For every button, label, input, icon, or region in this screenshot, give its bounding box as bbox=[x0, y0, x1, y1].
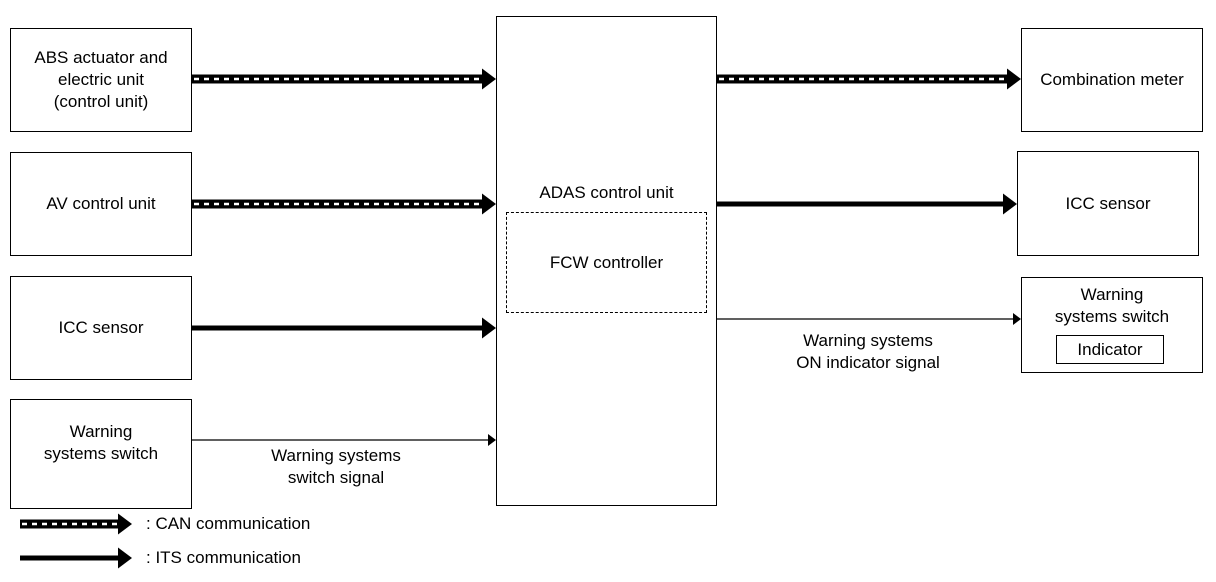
left-unit-warning-line-1: Warning bbox=[69, 422, 133, 441]
adas-control-unit-label: ADAS control unit bbox=[539, 183, 674, 202]
right-link-2-head bbox=[1013, 313, 1021, 325]
right-unit-combination-meter-label: Combination meter bbox=[1040, 70, 1184, 89]
left-link-2-head bbox=[482, 317, 496, 339]
legend-symbol-its-head bbox=[118, 547, 132, 569]
left-unit-av-label: AV control unit bbox=[46, 194, 156, 213]
left-unit-av: AV control unit bbox=[10, 152, 192, 256]
adas-control-unit bbox=[496, 16, 717, 506]
fcw-controller: FCW controller bbox=[506, 212, 707, 313]
right-unit-icc-label: ICC sensor bbox=[1065, 193, 1151, 213]
indicator-lamp-label: Indicator bbox=[1077, 339, 1143, 359]
indicator-lamp: Indicator bbox=[1056, 335, 1164, 364]
left-unit-icc-label: ICC sensor bbox=[58, 318, 144, 337]
fcw-controller-label: FCW controller bbox=[549, 252, 664, 272]
legend-its-label: : ITS communication bbox=[146, 548, 301, 567]
left-link-1-head bbox=[482, 193, 496, 215]
left-unit-icc: ICC sensor bbox=[10, 276, 192, 380]
left-link-0-head bbox=[482, 68, 496, 90]
left-unit-abs: ABS actuator and electric unit (control … bbox=[10, 28, 192, 132]
right-unit-warning-switch: Warning systems switch Indicator bbox=[1021, 277, 1203, 373]
right-link-0-head bbox=[1007, 68, 1021, 90]
left-unit-abs-line-2: electric unit bbox=[58, 70, 144, 89]
left-unit-abs-line-3: (control unit) bbox=[53, 92, 149, 111]
right-unit-icc: ICC sensor bbox=[1017, 151, 1199, 256]
on-indicator-signal-line-1: Warning systems bbox=[803, 331, 933, 350]
legend-symbol-can-head bbox=[118, 513, 132, 535]
legend-can-label: : CAN communication bbox=[146, 514, 311, 533]
on-indicator-signal-line-2: ON indicator signal bbox=[796, 353, 940, 372]
right-unit-combination-meter: Combination meter bbox=[1021, 28, 1203, 132]
right-link-1-head bbox=[1003, 193, 1017, 215]
warning-switch-signal-label: Warning systems switch signal bbox=[216, 445, 456, 489]
on-indicator-signal-label: Warning systems ON indicator signal bbox=[748, 330, 988, 374]
right-unit-warning-line-2: systems switch bbox=[1054, 307, 1170, 326]
warning-switch-signal-line-1: Warning systems bbox=[271, 446, 401, 465]
left-link-3-head bbox=[488, 434, 496, 446]
left-unit-abs-line-1: ABS actuator and bbox=[34, 48, 168, 67]
left-unit-warning-switch: Warning systems switch bbox=[10, 399, 192, 509]
right-unit-warning-line-1: Warning bbox=[1080, 285, 1144, 304]
warning-switch-signal-line-2: switch signal bbox=[287, 468, 385, 487]
left-unit-warning-line-2: systems switch bbox=[43, 444, 159, 463]
